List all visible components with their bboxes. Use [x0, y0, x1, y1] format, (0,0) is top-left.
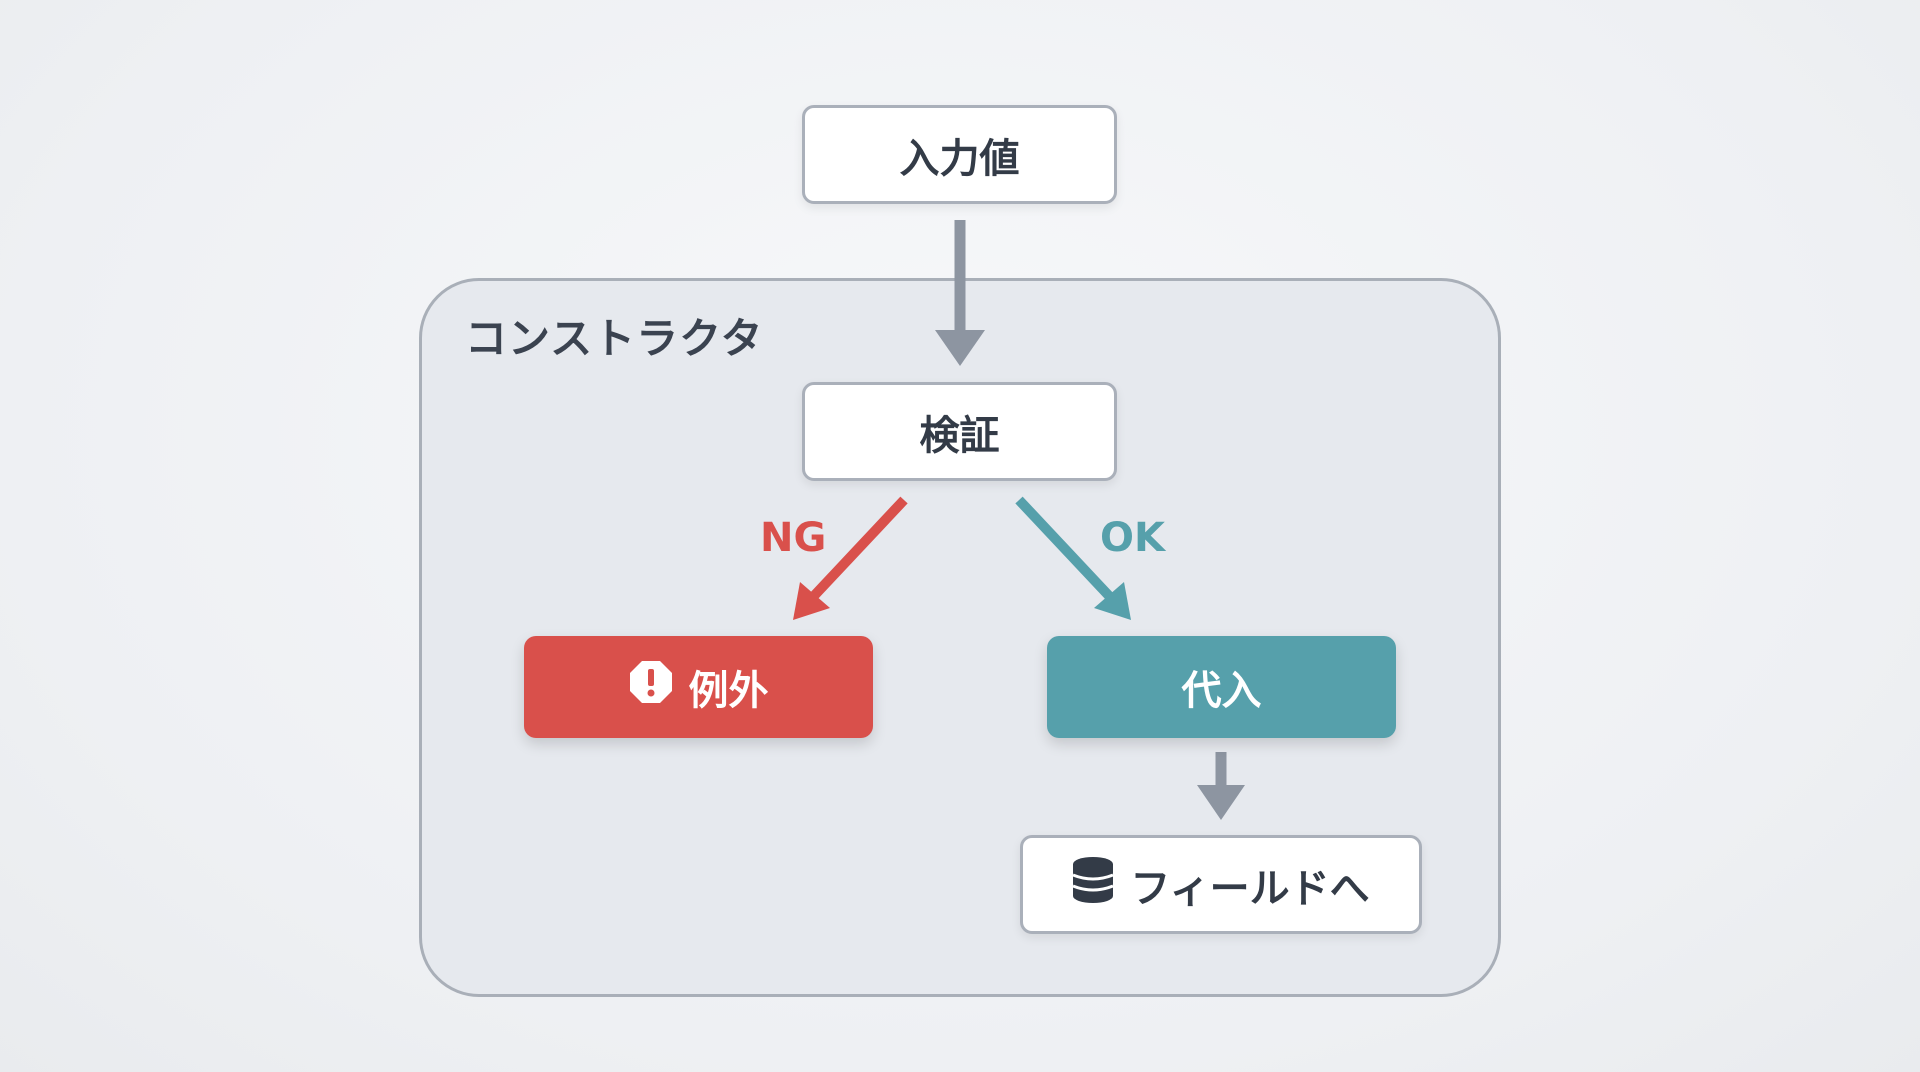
ok-label: OK [1100, 515, 1165, 561]
node-exception-label: 例外 [688, 668, 769, 714]
node-exception: 例外 [524, 636, 873, 738]
alert-octagon-icon [629, 660, 673, 714]
arrow-ok [1015, 496, 1131, 620]
node-field: フィールドへ [1020, 835, 1422, 934]
ng-label: NG [760, 515, 827, 561]
node-validate-label: 検証 [919, 412, 1000, 459]
arrow-assign-to-field [1197, 752, 1245, 820]
constructor-label: コンストラクタ [465, 314, 764, 363]
arrow-ng [793, 496, 908, 620]
database-icon [1072, 856, 1114, 913]
node-assign-label: 代入 [1181, 668, 1262, 714]
node-validate: 検証 [802, 382, 1117, 481]
node-input: 入力値 [802, 105, 1117, 204]
node-assign: 代入 [1047, 636, 1396, 738]
arrow-input-to-validate [935, 220, 985, 366]
node-input-label: 入力値 [899, 135, 1020, 182]
node-field-label: フィールドへ [1130, 865, 1370, 912]
